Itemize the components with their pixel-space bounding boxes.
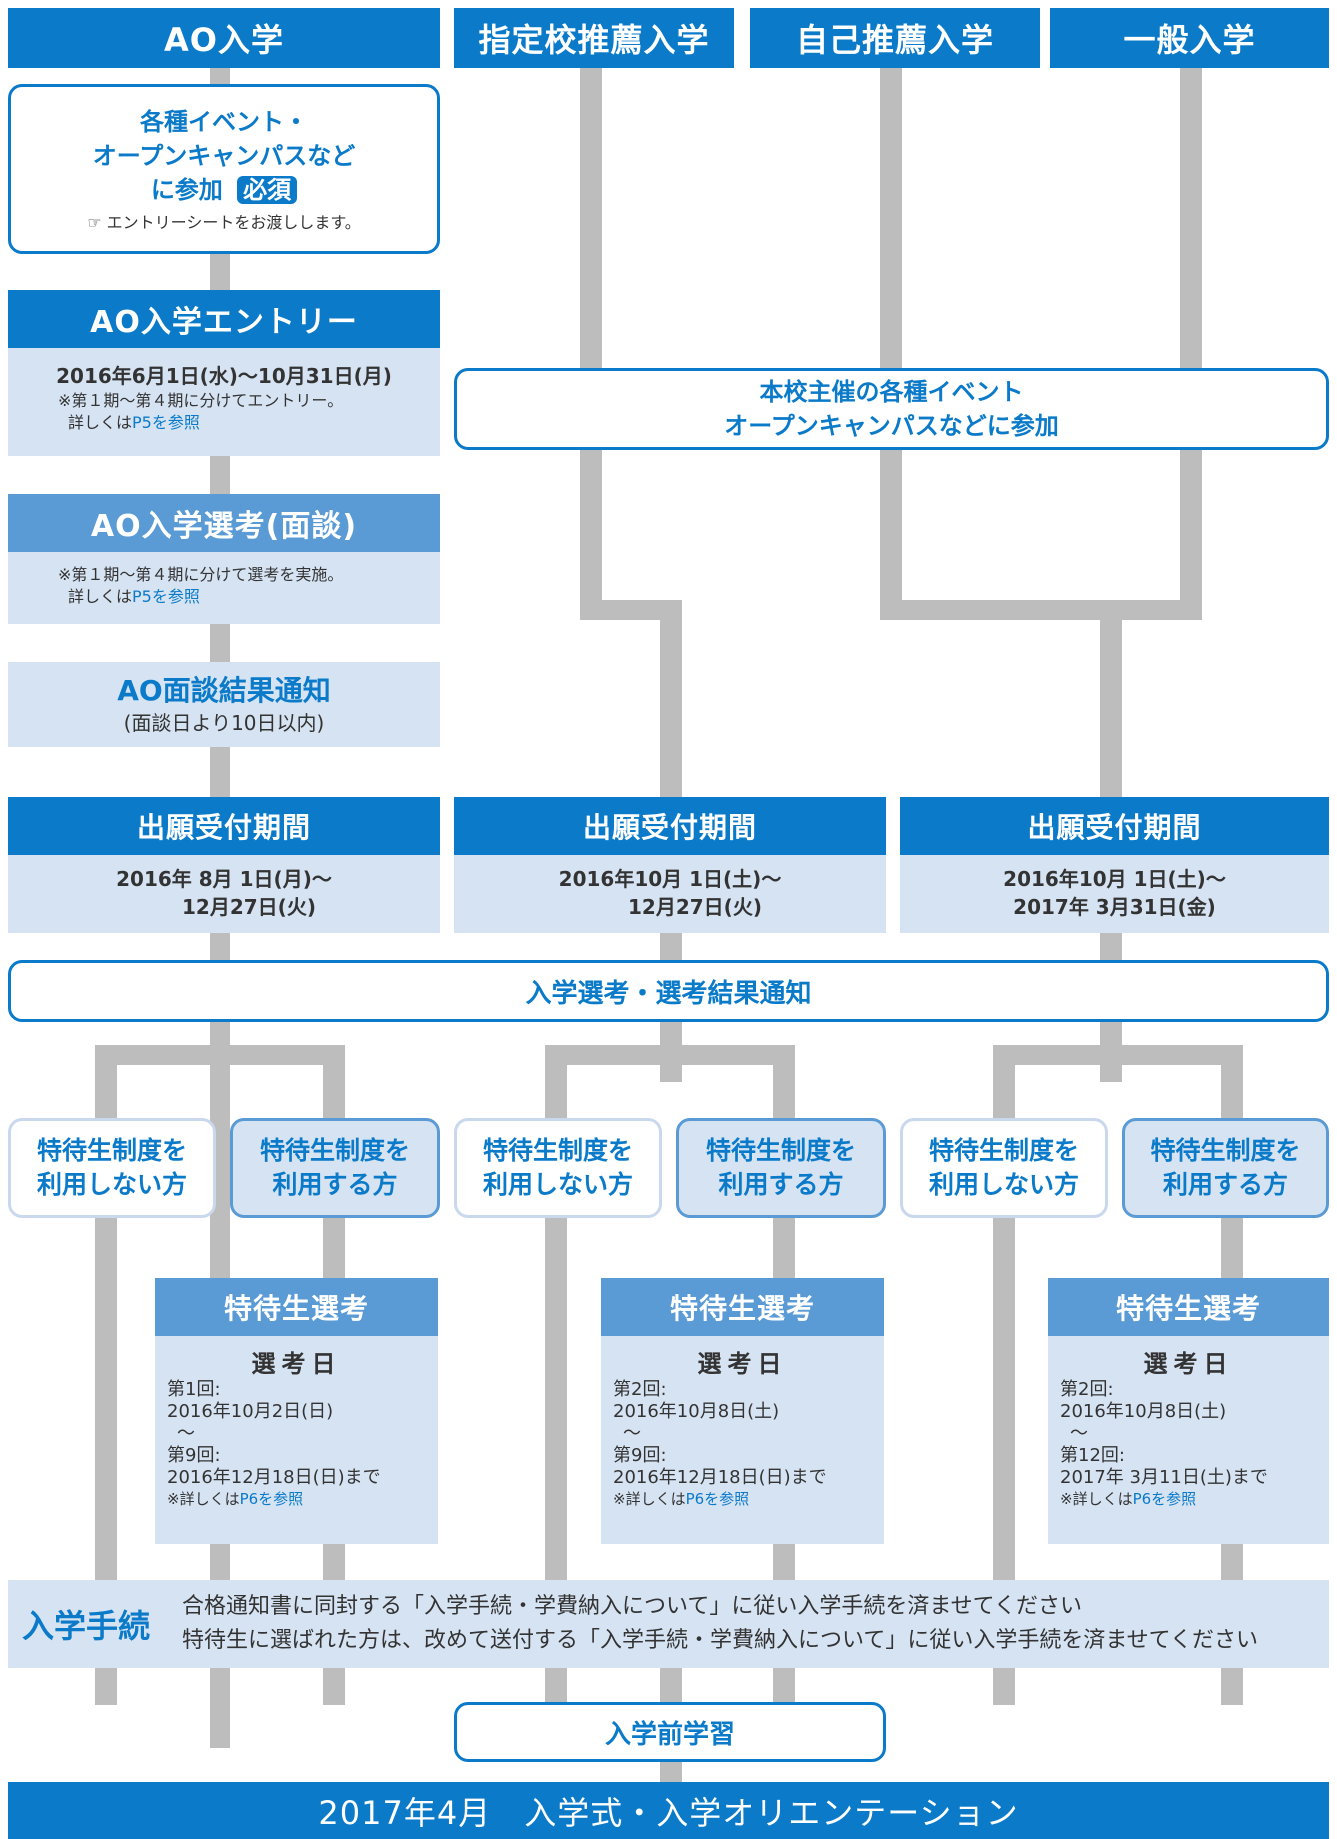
application-title-2: 出願受付期間 [454, 797, 886, 855]
scholar-title-1: 特待生選考 [155, 1278, 438, 1336]
school-event-line2: オープンキャンパスなどに参加 [724, 412, 1059, 440]
application-body-1: 2016年 8月 1日(月)〜 12月27日(火) [8, 855, 440, 933]
procedure-title: 入学手続 [22, 1607, 151, 1645]
ao-entry-link[interactable]: P5を参照 [132, 413, 200, 432]
ao-selection-note: ※第１期〜第４期に分けて選考を実施。 [58, 565, 344, 584]
ao-result-box: AO面談結果通知 (面談日より10日以内) [8, 662, 440, 747]
application-body-2: 2016年10月 1日(土)〜 12月27日(火) [454, 855, 886, 933]
ao-selection-title: AO入学選考(面談) [8, 494, 440, 552]
ceremony-banner: 2017年4月 入学式・入学オリエンテーション [8, 1782, 1329, 1839]
application-date-3b: 2017年 3月31日(金) [1013, 895, 1216, 919]
required-badge: 必須 [237, 176, 298, 204]
ao-selection-link[interactable]: P5を参照 [132, 587, 200, 606]
event-required-box: 各種イベント・ オープンキャンパスなど に参加 必須 ☞ エントリーシートをお渡… [8, 84, 440, 254]
event-note-row: ☞ エントリーシートをお渡しします。 [87, 209, 361, 233]
choice-no-2: 特待生制度を利用しない方 [454, 1118, 662, 1218]
scholar-link-2[interactable]: P6を参照 [685, 1490, 750, 1508]
choice-yes-1: 特待生制度を利用する方 [230, 1118, 440, 1218]
ao-selection-body: ※第１期〜第４期に分けて選考を実施。 詳しくはP5を参照 [8, 552, 440, 624]
scholar-subtitle-2: 選考日 [697, 1350, 788, 1378]
ao-result-title: AO面談結果通知 [117, 673, 331, 707]
header-self: 自己推薦入学 [750, 8, 1040, 68]
application-date-1a: 2016年 8月 1日(月)〜 [116, 867, 332, 891]
event-note: エントリーシートをお渡しします。 [106, 213, 361, 232]
event-line2: オープンキャンパスなど [92, 142, 356, 170]
event-line3-row: に参加 必須 [150, 173, 298, 207]
scholar-body-1: 選考日 第1回: 2016年10月2日(日) 〜 第9回: 2016年12月18… [155, 1336, 438, 1544]
event-line1: 各種イベント・ [140, 108, 308, 136]
procedure-line1: 合格通知書に同封する「入学手続・学費納入について」に従い入学手続を済ませてくださ… [182, 1594, 1083, 1619]
application-date-2a: 2016年10月 1日(土)〜 [558, 867, 782, 891]
ao-entry-detail: 詳しくはP5を参照 [68, 413, 200, 432]
ao-entry-title: AO入学エントリー [8, 290, 440, 348]
header-ao: AO入学 [8, 8, 440, 68]
scholar-body-2: 選考日 第2回: 2016年10月8日(土) 〜 第9回: 2016年12月18… [601, 1336, 884, 1544]
ao-entry-note: ※第１期〜第４期に分けてエントリー。 [58, 391, 344, 410]
choice-yes-3: 特待生制度を利用する方 [1122, 1118, 1329, 1218]
exam-result-box: 入学選考・選考結果通知 [8, 960, 1329, 1022]
scholar-subtitle-3: 選考日 [1143, 1350, 1234, 1378]
scholar-link-3[interactable]: P6を参照 [1132, 1490, 1197, 1508]
procedure-text: 合格通知書に同封する「入学手続・学費納入について」に従い入学手続を済ませてくださ… [182, 1590, 1258, 1658]
scholar-link-1[interactable]: P6を参照 [239, 1490, 304, 1508]
application-body-3: 2016年10月 1日(土)〜 2017年 3月31日(金) [900, 855, 1329, 933]
procedure-line2: 特待生に選ばれた方は、改めて送付する「入学手続・学費納入について」に従い入学手続… [182, 1628, 1259, 1653]
header-designated: 指定校推薦入学 [454, 8, 734, 68]
procedure-box: 入学手続 合格通知書に同封する「入学手続・学費納入について」に従い入学手続を済ま… [8, 1580, 1329, 1668]
ao-result-sub: (面談日より10日以内) [123, 710, 325, 735]
application-title-3: 出願受付期間 [900, 797, 1329, 855]
application-title-1: 出願受付期間 [8, 797, 440, 855]
choice-no-3: 特待生制度を利用しない方 [900, 1118, 1108, 1218]
application-date-1b: 12月27日(火) [182, 895, 316, 919]
pre-study-box: 入学前学習 [454, 1702, 886, 1762]
choice-no-1: 特待生制度を利用しない方 [8, 1118, 216, 1218]
choice-yes-2: 特待生制度を利用する方 [676, 1118, 886, 1218]
ao-selection-detail: 詳しくはP5を参照 [68, 587, 200, 606]
school-event-line1: 本校主催の各種イベント [759, 378, 1024, 406]
scholar-body-3: 選考日 第2回: 2016年10月8日(土) 〜 第12回: 2017年 3月1… [1048, 1336, 1329, 1544]
application-date-2b: 12月27日(火) [628, 895, 762, 919]
event-line3: に参加 [150, 176, 223, 204]
scholar-title-2: 特待生選考 [601, 1278, 884, 1336]
school-event-box: 本校主催の各種イベント オープンキャンパスなどに参加 [454, 368, 1329, 450]
scholar-subtitle-1: 選考日 [251, 1350, 342, 1378]
pointing-hand-icon: ☞ [87, 213, 102, 232]
ao-entry-body: 2016年6月1日(水)〜10月31日(月) ※第１期〜第４期に分けてエントリー… [8, 348, 440, 456]
ao-entry-period: 2016年6月1日(水)〜10月31日(月) [56, 364, 392, 388]
header-general: 一般入学 [1050, 8, 1329, 68]
application-date-3a: 2016年10月 1日(土)〜 [1003, 867, 1226, 891]
scholar-title-3: 特待生選考 [1048, 1278, 1329, 1336]
